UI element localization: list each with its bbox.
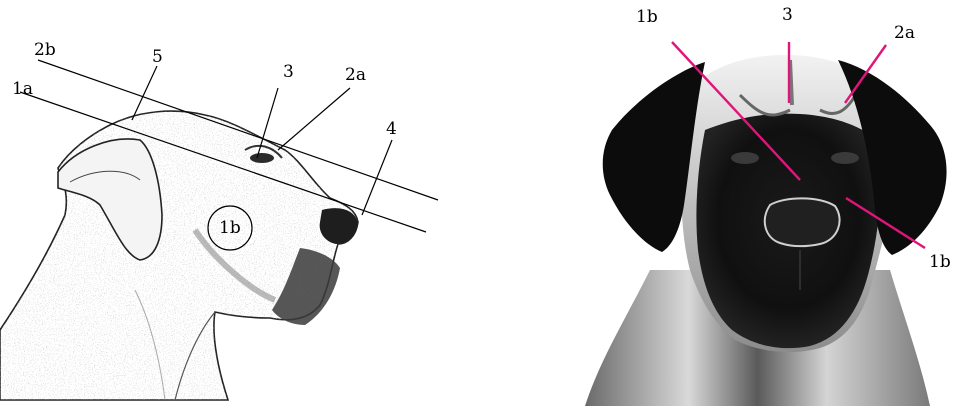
frontal-nose: [765, 198, 840, 246]
label-2b: 2b: [34, 40, 56, 60]
label-1a: 1a: [12, 79, 33, 99]
label-1b-top: 1b: [636, 7, 658, 27]
profile-nose: [320, 208, 358, 244]
right-frontal-illustration: 1b 3 2a 1b: [585, 5, 951, 406]
profile-eye: [250, 153, 274, 163]
pointer-4: [362, 140, 392, 215]
frontal-eye-left: [731, 152, 759, 164]
label-4: 4: [386, 119, 397, 139]
label-1b-left: 1b: [219, 218, 241, 238]
label-3: 3: [283, 62, 294, 82]
left-profile-drawing: 2b 1a 5 3 2a 4 1b: [0, 40, 438, 400]
label-2a: 2a: [345, 65, 366, 85]
label-2a-right: 2a: [894, 23, 915, 43]
label-5: 5: [152, 47, 163, 67]
label-1b-bottom: 1b: [929, 252, 951, 272]
label-3-right: 3: [782, 5, 793, 25]
pointer-2a: [278, 88, 350, 150]
frontal-eye-right: [831, 152, 859, 164]
